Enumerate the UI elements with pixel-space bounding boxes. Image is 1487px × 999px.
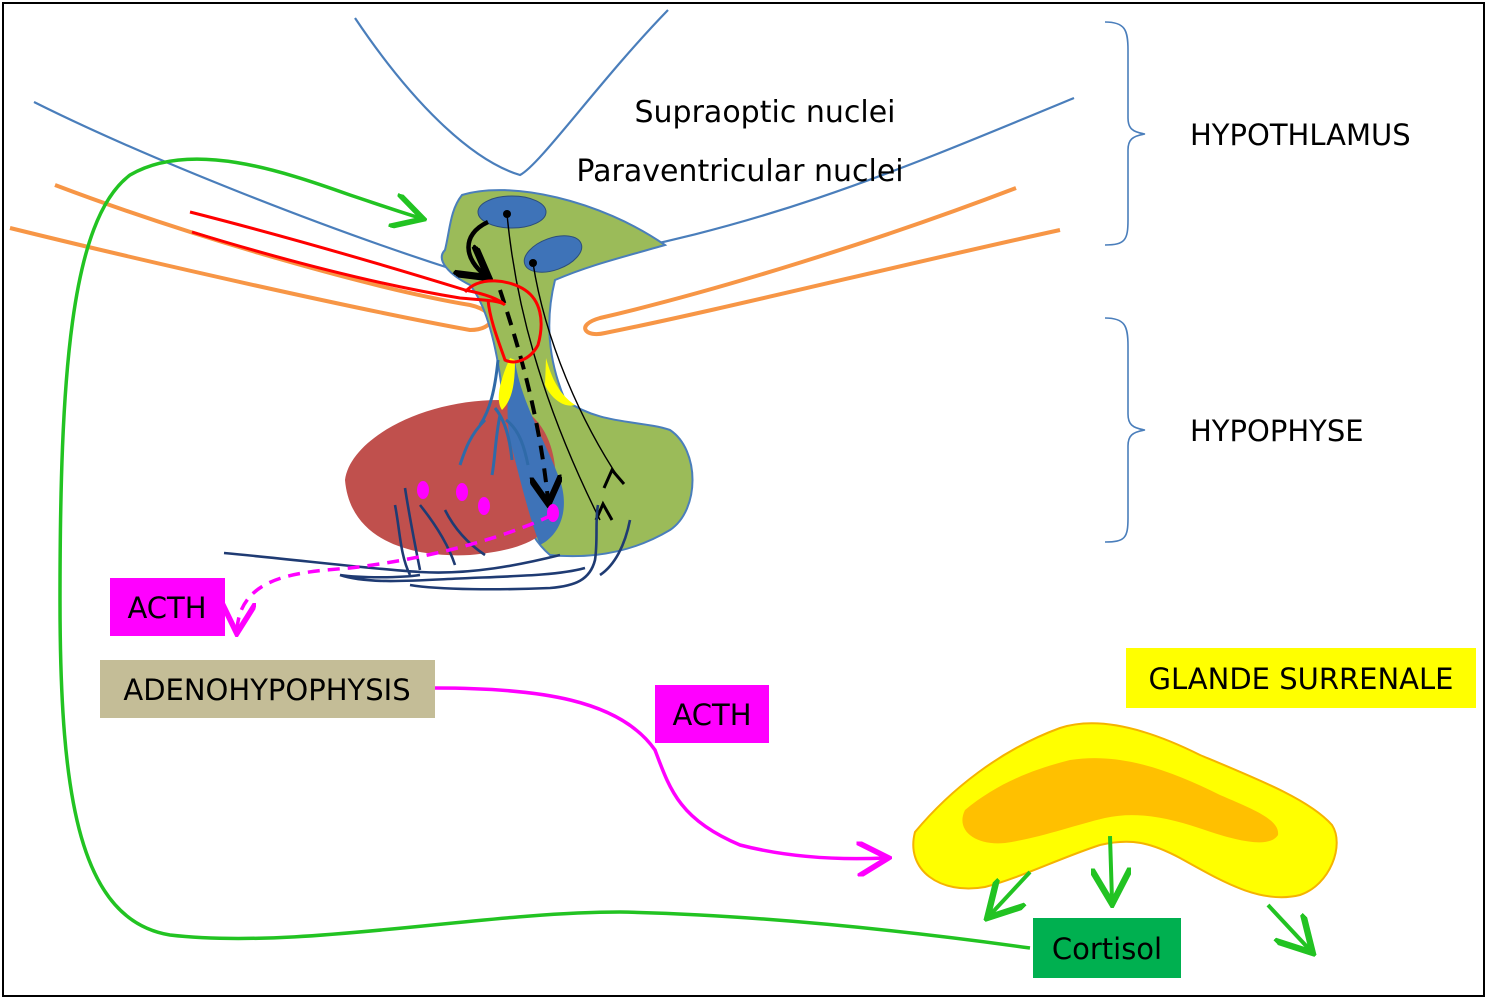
hypophyse-label: HYPOPHYSE [1190, 414, 1364, 448]
cortisol-box [1033, 918, 1181, 978]
adenohypophysis-box [100, 660, 435, 718]
sella-bone-right [583, 186, 1061, 337]
acth-box-upper [110, 578, 225, 636]
superior-hypophyseal-artery [189, 210, 507, 307]
paraventricular-nucleus [523, 235, 583, 273]
axon-supraoptic [506, 213, 601, 521]
hypothalamus-outline-left [33, 101, 456, 272]
paraventricular-label: Paraventricular nuclei [576, 154, 903, 189]
axon-terminal-2 [602, 467, 626, 489]
hypophyse-brace [1104, 317, 1146, 543]
acth-secretion-dashed-arrow [237, 513, 553, 630]
acth-box-lower [655, 685, 769, 743]
axon-terminal-1 [594, 500, 614, 521]
adenohypophysis-label: ADENOHYPOPHYSIS [123, 673, 410, 707]
secondary-capillaries [223, 487, 632, 591]
acth-to-adrenal-arrow [434, 686, 885, 859]
stalk-yellow-right [545, 358, 575, 406]
adrenal-gland-medulla [962, 758, 1279, 844]
cortisol-output-arrow-right [1266, 903, 1310, 950]
hypothalamus-label: HYPOTHLAMUS [1190, 118, 1411, 152]
crh-release-arrow [468, 219, 488, 275]
portal-veins [458, 359, 530, 476]
crh-portal-dashed-arrow [498, 289, 548, 500]
cortisol-label: Cortisol [1052, 932, 1162, 966]
acth-label-lower: ACTH [672, 698, 751, 732]
supraoptic-label: Supraoptic nuclei [635, 95, 896, 130]
supraoptic-nucleus [477, 195, 547, 229]
acth-granule-4 [547, 504, 559, 522]
third-ventricle-outline [354, 9, 669, 177]
cortisol-output-arrow-middle [1110, 835, 1112, 900]
acth-granule-2 [456, 483, 468, 501]
axon-paraventricular [532, 262, 621, 481]
cortisol-feedback-arrow [58, 157, 1031, 950]
glande-surrenale-box [1126, 648, 1476, 708]
cortisol-output-arrow-left [990, 870, 1032, 915]
primary-capillary-plexus [463, 279, 543, 364]
glande-surrenale-label: GLANDE SURRENALE [1149, 662, 1454, 696]
acth-granule-3 [478, 497, 490, 515]
acth-label-upper: ACTH [127, 591, 206, 625]
acth-granule-1 [417, 481, 429, 499]
stalk-yellow-left [498, 358, 515, 410]
hypothalamus-brace [1104, 21, 1146, 246]
